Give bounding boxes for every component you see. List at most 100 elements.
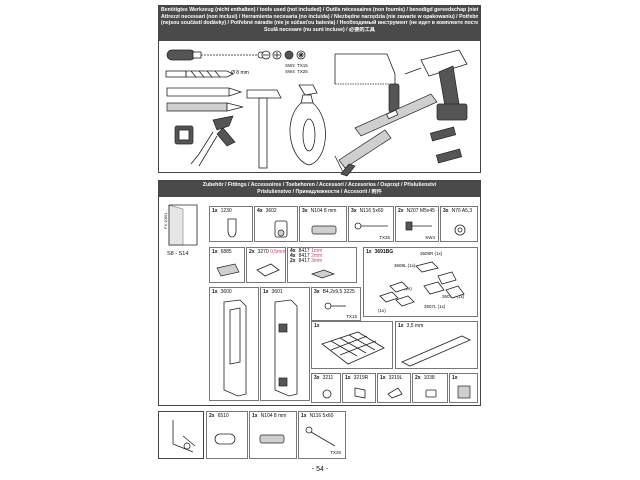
- part-code: 1230: [220, 208, 232, 214]
- shower-enclosure-icon: [168, 204, 198, 246]
- part-code: N116 5x60: [359, 208, 384, 214]
- spirit-level-icon: [354, 93, 438, 137]
- shim-size: 3mm: [311, 258, 323, 264]
- screw-bit-icons: [261, 50, 306, 60]
- hammer-icon: [246, 89, 282, 169]
- shim-code: 8417: [298, 258, 310, 264]
- part-code: 6510: [217, 413, 229, 419]
- small-screw-icon: [324, 302, 346, 310]
- part-qty: 3x: [351, 208, 357, 214]
- part-seal-tiles: 1x: [311, 321, 393, 369]
- cap-icon: [322, 389, 332, 399]
- part-qty: 1x: [263, 289, 269, 295]
- block-icon: [457, 385, 471, 399]
- bolt-icon: [405, 221, 432, 231]
- part-qty: 1x: [212, 249, 218, 255]
- wall-profile-icon: [172, 420, 196, 453]
- part-code: N76 A5,3: [451, 208, 473, 214]
- part-qty: 1x: [452, 375, 458, 381]
- part-code: N104 8 mm: [260, 413, 287, 419]
- shim-qty: 4x: [290, 253, 296, 259]
- part-extra: 0,5mm: [270, 249, 286, 255]
- cleaning-cloth-icon: [216, 263, 240, 277]
- spacer-icon: [274, 220, 288, 238]
- end-cap-left-icon: [387, 387, 403, 399]
- product-code: FX 106/1: [163, 212, 168, 229]
- bit-label-sw4: SW4: [285, 69, 295, 74]
- shim-qty: 2x: [290, 258, 296, 264]
- pencil-icon: [166, 87, 243, 97]
- wall-plug-icons: [429, 126, 463, 164]
- part-code: 3270: [257, 249, 269, 255]
- drill-size-label: Ø 8 mm: [231, 70, 249, 76]
- part-code: 3602: [265, 208, 277, 214]
- washer-icon: [454, 224, 466, 236]
- part-code: 3691BG: [374, 249, 394, 255]
- tools-header-line-2: Attrezzi necessari (non inclusi) / Herra…: [161, 13, 478, 20]
- part-seal-block: 1x: [449, 373, 478, 403]
- sub-3607l: 3607L (1x): [424, 304, 446, 309]
- page-number: - 54 -: [311, 466, 329, 473]
- fittings-header-line-2: Príslušenstvo / Принадлежности / Accesor…: [257, 188, 382, 195]
- part-qty: 4x: [257, 208, 263, 214]
- part-qty: 1x: [366, 249, 372, 255]
- shim-qty: 4x: [290, 248, 296, 254]
- part-code: 3,5 mm: [406, 323, 424, 329]
- product-model: S8 - S14: [167, 251, 189, 257]
- sub-3608r: 3608R (1x): [420, 251, 443, 256]
- part-code: N116 5x60: [309, 413, 334, 419]
- part-qty: 1x: [212, 289, 218, 295]
- part-qty: 2x: [415, 375, 421, 381]
- hook-icon: [227, 218, 237, 238]
- part-qty: 1x: [252, 413, 258, 419]
- tape-measure-icon: [174, 125, 194, 145]
- part-code: 3601: [271, 289, 283, 295]
- bit-label-tx15: TX15: [297, 63, 308, 68]
- shim-stack-icon: [310, 269, 336, 279]
- screwdriver-icon: [166, 49, 265, 61]
- oval-cap-icon: [214, 433, 236, 445]
- part-code: B4,2x9,5 3225: [322, 289, 355, 295]
- shim-code: 8417: [298, 253, 310, 259]
- hacksaw-icon: [334, 53, 400, 113]
- part-code: 1038: [423, 375, 435, 381]
- part-code: 3219R: [353, 375, 369, 381]
- shim-size: 2mm: [311, 253, 323, 259]
- fittings-header-line-1: Zubehör / Fittings / Accessoires / Toebe…: [202, 182, 437, 188]
- wall-plug-icon: [311, 225, 337, 235]
- part-qty: 3x: [302, 208, 308, 214]
- part-qty: 2x: [249, 249, 255, 255]
- part-code: 3211: [322, 375, 334, 381]
- tools-header: Benötigtes Werkzeug (nicht enthalten) / …: [159, 6, 480, 41]
- part-note: SW4: [425, 235, 435, 240]
- tools-header-line-3: (nejsou součástí dodávky) / Potřebné nár…: [161, 20, 478, 27]
- bit-label-tx25: TX25: [297, 69, 308, 74]
- caulking-gun-icon: [334, 129, 392, 177]
- shim-size: 1mm: [311, 248, 323, 254]
- towel-handle-icon: [223, 299, 247, 397]
- sub-3608l: 3608L (1x): [394, 263, 416, 268]
- inner-handle-icon: [274, 299, 298, 397]
- part-qty: 2x: [209, 413, 215, 419]
- sub-a: (1x): [404, 286, 412, 291]
- part-note: TX15: [346, 314, 357, 319]
- part-note: TX25: [330, 450, 341, 455]
